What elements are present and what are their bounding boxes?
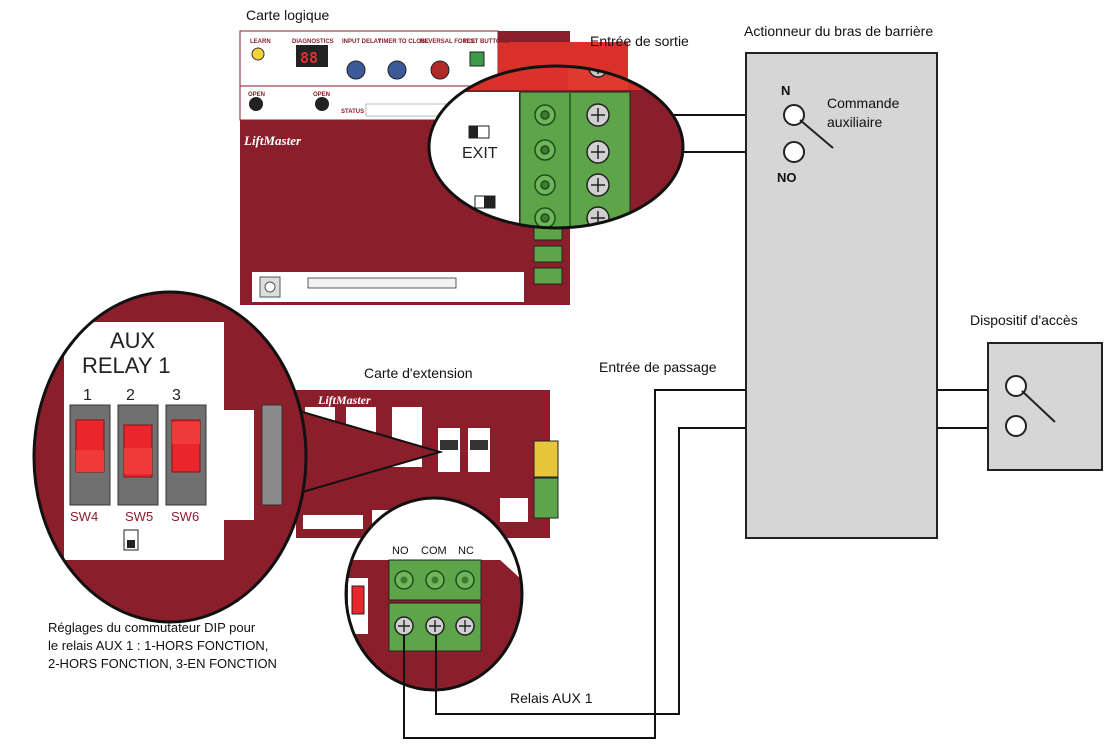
gate-operator [745, 52, 938, 539]
open-label-2: OPEN [313, 92, 330, 98]
wire-pass-outer [403, 389, 746, 739]
open-button-2 [315, 97, 329, 111]
status-strip [365, 103, 447, 117]
dip-switch-bank-a [440, 440, 458, 450]
relay-nc-label: NC [458, 545, 474, 557]
side-connector-2 [533, 245, 563, 263]
aux-command-label-2: auxiliaire [827, 114, 882, 130]
no-terminal-label: NO [777, 170, 797, 185]
logic-board-brand: LiftMaster [243, 133, 302, 148]
diagnostic-display [296, 45, 328, 67]
open-button-1 [249, 97, 263, 111]
aux-relay-title-2: RELAY 1 [82, 353, 170, 378]
exit-tag: EXIT [462, 145, 498, 162]
status-label: STATUS [341, 109, 364, 115]
open-label-1: OPEN [248, 92, 265, 98]
test-button [469, 51, 485, 67]
switch-number-1: 1 [83, 387, 92, 404]
access-device-label: Dispositif d'accès [970, 312, 1078, 328]
on-label: ON [221, 449, 248, 469]
expansion-board-brand: LiftMaster [317, 393, 371, 407]
relay-aux-1-label: Relais AUX 1 [510, 690, 593, 706]
aux-command-terminal-n [783, 104, 805, 126]
side-connector-3 [533, 267, 563, 285]
reset-button-dot [264, 281, 276, 293]
wire-pass-inner [435, 427, 746, 715]
timer-to-close-knob [387, 60, 407, 80]
access-device-terminal-top [1005, 375, 1027, 397]
pass-input-label: Entrée de passage [599, 359, 717, 375]
learn-label: LEARN [250, 39, 271, 45]
test-buttons-label: TEST BUTTONS [463, 39, 509, 45]
diagnostics-label: DIAGNOSTICS [292, 39, 334, 45]
n-terminal-label: N [781, 83, 790, 98]
relay-red-indicator [351, 585, 365, 615]
access-device [987, 342, 1103, 471]
diagnostic-display-digits: 88 [300, 49, 318, 67]
input-connector-strip [307, 277, 457, 289]
aux-command-terminal-no [783, 141, 805, 163]
input-delay-label: INPUT DELAY [342, 39, 381, 45]
dip-note-line-3: 2-HORS FONCTION, 3-EN FONCTION [48, 656, 277, 671]
learn-button [251, 47, 265, 61]
aux-command-switch-blade [799, 119, 834, 149]
logic-zoom [427, 64, 685, 230]
dip-note-line-1: Réglages du commutateur DIP pour [48, 620, 256, 635]
timer-to-close-label: TIMER TO CLOSE [378, 39, 429, 45]
relay-zoom [344, 496, 524, 692]
arm-operator-label: Actionneur du bras de barrière [744, 23, 933, 39]
access-device-switch-blade [1021, 390, 1056, 423]
aux-command-label-1: Commande [827, 95, 900, 111]
terminal-rings [534, 104, 556, 228]
relay-no-label: NO [392, 545, 409, 557]
dip-switch-bank-b [470, 440, 488, 450]
access-device-terminal-bottom [1005, 415, 1027, 437]
sw6-label: SW6 [171, 509, 199, 524]
sw5-label: SW5 [125, 509, 153, 524]
sw4-label: SW4 [70, 509, 98, 524]
switch-number-3: 3 [172, 387, 181, 404]
exit-input-label: Entrée de sortie [590, 33, 689, 49]
relay-com-label: COM [421, 545, 447, 557]
access-device-box [987, 342, 1103, 471]
off-label: OFF [214, 478, 250, 498]
aux-relay-zoom [32, 290, 308, 624]
logic-board-label: Carte logique [246, 7, 329, 23]
reversal-force-label: REVERSAL FORCE [420, 39, 475, 45]
operator-box [745, 52, 938, 539]
reversal-force-knob [430, 60, 450, 80]
input-delay-knob [346, 60, 366, 80]
expansion-yellow-terminal [533, 440, 559, 478]
aux-relay-title-1: AUX [110, 328, 156, 353]
expansion-board-label: Carte d'extension [364, 365, 473, 381]
expansion-green-terminal [533, 477, 559, 519]
dip-note-line-2: le relais AUX 1 : 1-HORS FONCTION, [48, 638, 268, 653]
switch-number-2: 2 [126, 387, 135, 404]
